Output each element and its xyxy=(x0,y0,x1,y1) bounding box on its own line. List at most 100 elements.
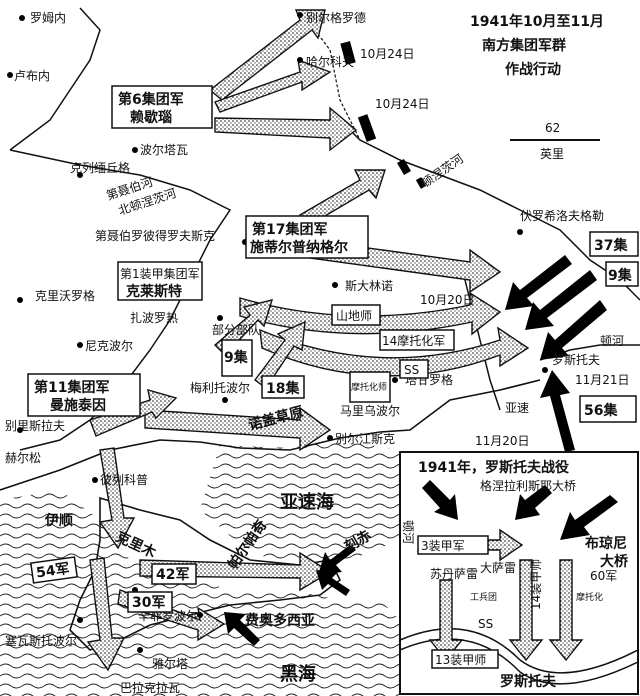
inset-bridge2: 大桥 xyxy=(600,553,629,570)
arrow-11-south xyxy=(144,406,332,452)
inset-don: 顿河 xyxy=(401,520,415,544)
army17-box xyxy=(245,215,369,259)
inset-arrows xyxy=(422,480,618,662)
north-coast xyxy=(0,379,541,491)
place-dnepropetrovsk: 第聂伯罗彼得罗夫斯克 xyxy=(95,228,215,243)
inset-ss: SS xyxy=(478,617,493,631)
place-krivoi-rog: 克里沃罗格 xyxy=(35,288,95,303)
arrow-6-kharkov xyxy=(214,58,332,113)
scale-unit: 英里 xyxy=(540,147,564,161)
label-c54: 54军 xyxy=(35,561,70,582)
azov-sea-water xyxy=(200,440,400,570)
crimea-coast xyxy=(69,496,342,651)
inset-tank14: 14装甲师 xyxy=(529,559,543,610)
arrow-54 xyxy=(86,557,126,672)
arrow-6-belgorod xyxy=(208,9,326,101)
label-mot14: 14摩托化军 xyxy=(382,333,445,348)
date-1: 10月24日 xyxy=(360,47,415,61)
c9-box xyxy=(221,339,253,377)
place-ishun: 伊顺 xyxy=(44,512,73,529)
place-melitopol: 梅利托波尔 xyxy=(190,380,250,395)
army6-box xyxy=(111,85,213,129)
army11-name: 第11集团军 xyxy=(34,379,109,396)
inset-bujuny: 布琼尼 xyxy=(585,535,627,552)
inset-tank13: 13装甲师 xyxy=(435,653,486,667)
arrow-6-east xyxy=(214,106,358,152)
place-mariupol: 马里乌波尔 xyxy=(340,403,400,418)
army11-box xyxy=(27,373,141,417)
donets-river xyxy=(329,109,640,301)
inset-title: 1941年，罗斯托夫战役 xyxy=(418,459,570,476)
inset-tank3-box xyxy=(417,535,489,555)
panzer1-box xyxy=(117,261,203,301)
place-poltava: 波尔塔瓦 xyxy=(140,142,188,157)
date-5: 11月20日 xyxy=(475,434,530,448)
c18-box xyxy=(261,375,305,399)
army6-cmd: 赖歇瑙 xyxy=(130,109,172,126)
place-berislav: 别里斯拉夫 xyxy=(5,418,65,433)
scale-value: 62 xyxy=(545,121,560,135)
place-lubny: 卢布内 xyxy=(14,68,50,83)
panzer1-name: 第1装甲集团军 xyxy=(120,266,200,281)
label-ss: SS xyxy=(404,363,419,377)
inset-army60: 60军 xyxy=(590,569,617,583)
label-c18: 18集 xyxy=(266,380,300,397)
place-kherson: 赫尔松 xyxy=(5,450,41,465)
inset-bigsaly: 大萨雷 xyxy=(480,561,516,575)
title-line2: 南方集团军群 xyxy=(482,37,566,54)
c9b-box xyxy=(605,261,639,287)
city-dots xyxy=(7,12,548,653)
sea-azov: 亚速海 xyxy=(280,491,334,513)
place-parpach: 帕尔帕奇 xyxy=(224,517,270,573)
c30-box xyxy=(127,591,173,613)
place-zaporozhe: 扎波罗热 xyxy=(130,311,178,325)
label-c9b: 9集 xyxy=(608,267,633,284)
label-c56: 56集 xyxy=(584,402,618,419)
inset-tank3: 3装甲军 xyxy=(421,539,465,553)
title-line3: 作战行动 xyxy=(505,61,561,78)
place-voroshilovgrad: 伏罗希洛夫格勒 xyxy=(520,208,604,223)
date-4: 11月21日 xyxy=(575,373,630,387)
mot14-box xyxy=(379,329,455,351)
army17-cmd: 施蒂尔普纳格尔 xyxy=(250,239,348,256)
river-don: 顿河 xyxy=(600,334,624,348)
place-nikopol: 尼克波尔 xyxy=(85,338,133,353)
label-c42: 42军 xyxy=(156,567,189,583)
place-kremenchug: 克列缅丘格 xyxy=(70,160,130,175)
c56-box xyxy=(579,395,637,423)
mius-river xyxy=(459,259,501,411)
inset-tank13-box xyxy=(431,649,499,669)
place-azov: 亚速 xyxy=(505,401,529,415)
soviet-front-marks xyxy=(340,41,427,189)
inset-bridge: 格涅拉利斯耶大桥 xyxy=(480,478,576,493)
inset-lab: 工兵团 xyxy=(470,591,497,603)
place-sevastopol: 塞瓦斯托波尔 xyxy=(5,633,77,648)
label-c9: 9集 xyxy=(224,349,249,366)
place-romny: 罗姆内 xyxy=(30,11,66,25)
place-crimea: 克里木 xyxy=(113,528,159,562)
arrow-ishun xyxy=(98,447,136,550)
label-c37: 37集 xyxy=(594,237,628,254)
label-motdiv: 摩托化师 xyxy=(351,381,387,393)
label-c30: 30军 xyxy=(132,595,165,611)
army11-cmd: 曼施泰因 xyxy=(50,397,106,414)
motdiv-box xyxy=(349,371,391,403)
army-arrows xyxy=(86,9,530,672)
title-line1: 1941年10月至11月 xyxy=(470,13,604,30)
place-kharkov: 哈尔科夫 xyxy=(306,54,354,69)
army6-name: 第6集团军 xyxy=(118,91,184,108)
river-donets: 顿涅茨河 xyxy=(419,151,466,190)
place-perekop: 彼列科普 xyxy=(100,473,148,487)
inset-sultan: 苏丹萨雷 xyxy=(430,567,478,581)
label-part-units: 部分部队 xyxy=(212,322,260,337)
place-belgorod: 别尔格罗德 xyxy=(306,10,366,25)
place-nogai: 诺盖草原 xyxy=(247,403,305,434)
inset-motor: 摩托化 xyxy=(576,591,603,603)
soviet-arrows xyxy=(224,255,607,646)
date-3: 10月20日 xyxy=(420,293,475,307)
place-balaklava: 巴拉克拉瓦 xyxy=(120,680,180,695)
c54-box xyxy=(29,556,79,584)
